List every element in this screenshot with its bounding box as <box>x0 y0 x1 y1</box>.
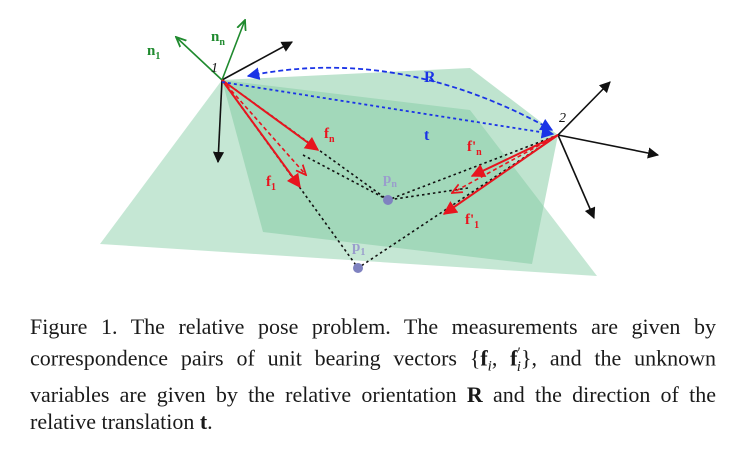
normal-n1-arrow <box>176 37 223 81</box>
figure-caption: Figure 1. The relative pose problem. The… <box>30 313 716 435</box>
caption-sub-i2: i <box>516 358 521 375</box>
fn-prime-rotated-arrow <box>452 134 559 193</box>
caption-f: f <box>480 345 488 371</box>
caption-prime: ′ <box>517 345 521 361</box>
pn-label: pn <box>383 171 397 190</box>
t-label: t <box>424 127 430 144</box>
caption-fprime: f <box>510 345 518 371</box>
cam1-axis-down <box>212 79 225 164</box>
nn-label: nn <box>211 29 225 48</box>
caption-t: t <box>199 408 208 434</box>
R-label: R <box>424 69 436 86</box>
f1-prime-arrow <box>442 134 559 215</box>
cam2-axis-down <box>557 134 596 220</box>
point-pn <box>383 195 393 205</box>
caption-end: . <box>207 408 213 434</box>
translation-t-arrow <box>221 81 555 139</box>
caption-sub-i: i <box>487 358 492 375</box>
fn-prime-arrow <box>470 134 559 177</box>
relative-pose-diagram: 1 2 R t n1 nn fn f1 f'n f'1 pn p1 <box>100 0 660 276</box>
cam2-axis-up <box>557 81 611 136</box>
caption-set-close: } <box>520 345 532 371</box>
caption-text-1: Figure 1. The relative pose problem. The… <box>30 314 716 371</box>
rotation-R-arc <box>246 66 554 131</box>
normal-nn-arrow <box>221 20 245 81</box>
caption-set-open: { <box>469 345 481 371</box>
f1-label: f1 <box>266 174 276 193</box>
caption-comma: , <box>491 345 511 371</box>
p1-label: p1 <box>352 239 365 258</box>
cam2-label: 2 <box>559 111 566 126</box>
cam2-axis-right <box>557 134 660 159</box>
cam1-axis-right <box>221 41 293 81</box>
caption-R: R <box>466 381 483 407</box>
cam1-label: 1 <box>211 61 218 76</box>
fn-prime-label: f'n <box>467 139 482 158</box>
f1-prime-label: f'1 <box>465 212 479 231</box>
fn-label: fn <box>324 126 335 145</box>
caption-text-3: and the direction of the relative transl… <box>30 381 716 434</box>
caption-text-2: , and the unknown variables are given by… <box>30 345 717 407</box>
point-p1 <box>353 263 363 273</box>
f1-arrow <box>221 79 301 189</box>
n1-label: n1 <box>147 43 160 62</box>
